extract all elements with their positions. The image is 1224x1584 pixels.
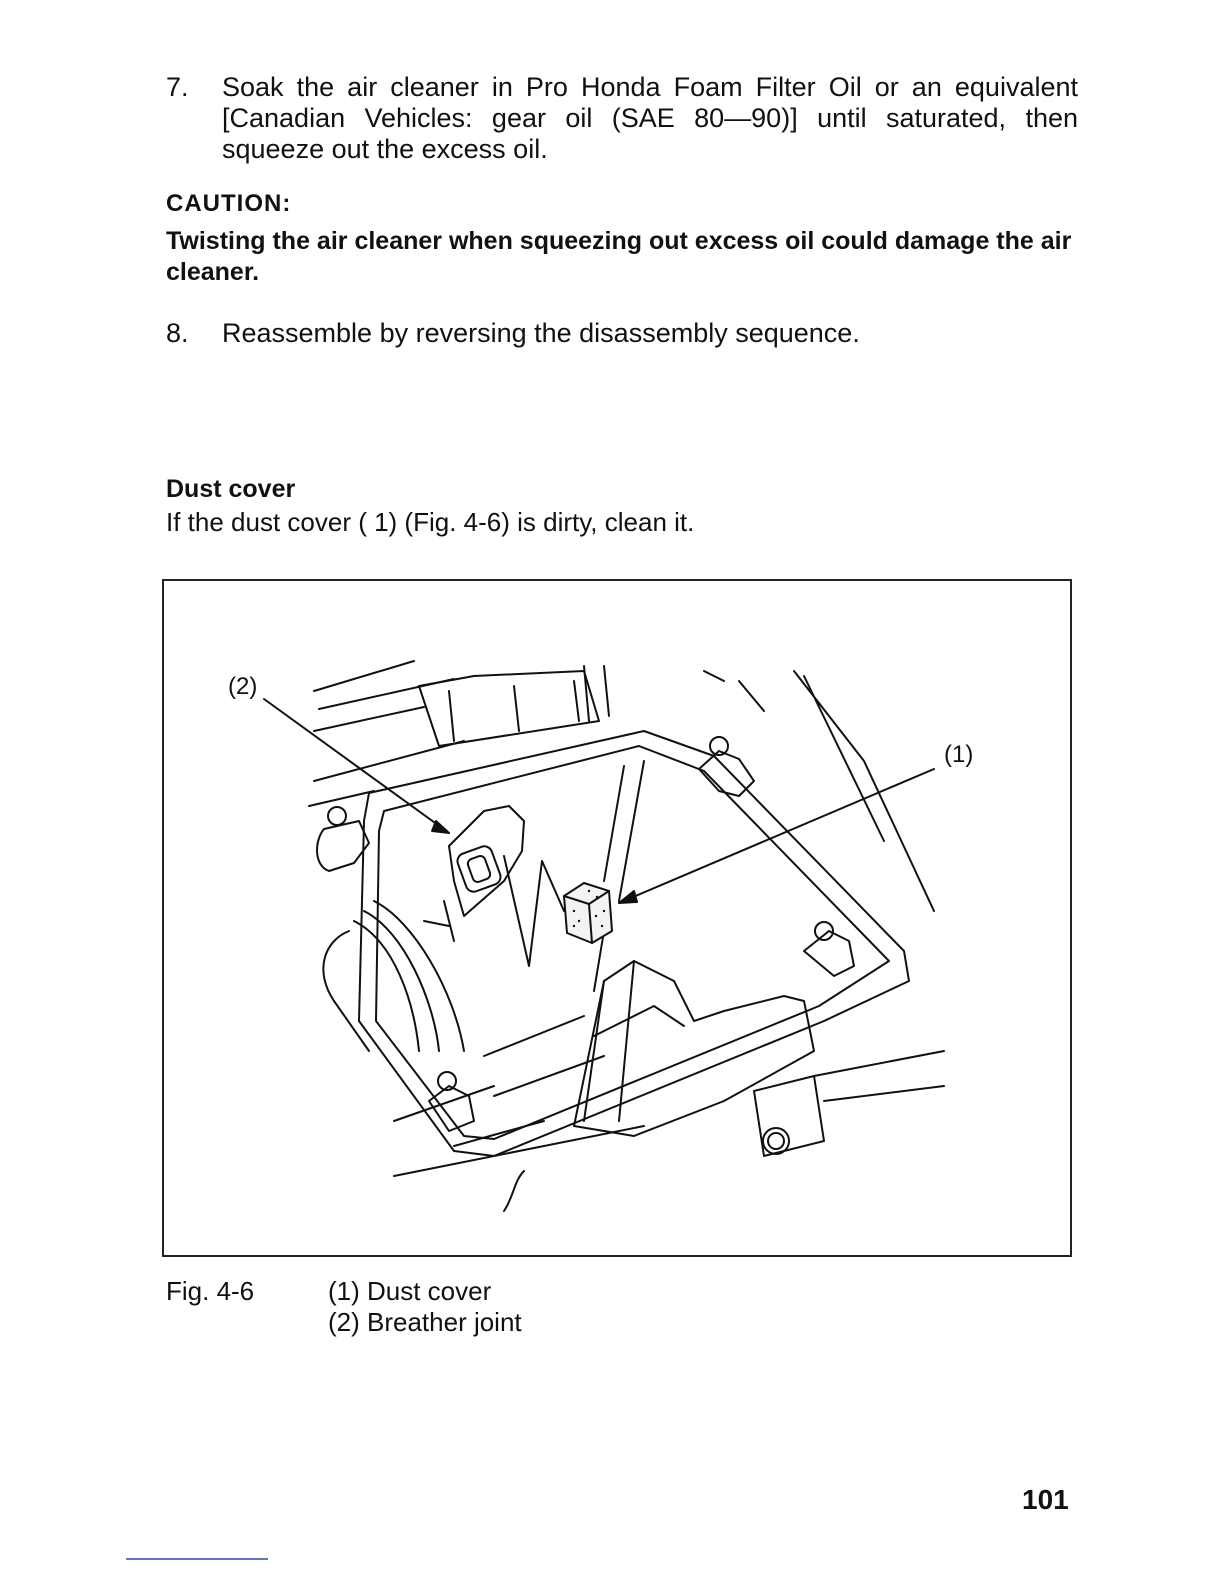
step-number: 8. xyxy=(166,318,189,348)
bottom-rule xyxy=(126,1558,268,1560)
figure-frame: (2) (1) xyxy=(162,579,1072,1257)
legend-item-breather-joint: (2) Breather joint xyxy=(328,1307,522,1337)
step-text: Soak the air cleaner in Pro Honda Foam F… xyxy=(222,72,1078,164)
legend-item-dust-cover: (1) Dust cover xyxy=(328,1276,492,1306)
caution-heading: CAUTION: xyxy=(166,190,292,217)
step-7: 7. Soak the air cleaner in Pro Honda Foa… xyxy=(166,72,1078,165)
figure-legend: (1) Dust cover (2) Breather joint xyxy=(328,1276,522,1338)
step-number: 7. xyxy=(166,72,189,102)
air-cleaner-housing-illustration xyxy=(263,660,945,1212)
step-8: 8. Reassemble by reversing the disassemb… xyxy=(166,318,1078,349)
figure-label: Fig. 4-6 xyxy=(166,1276,255,1306)
step-text: Reassemble by reversing the disassembly … xyxy=(222,318,860,348)
page-number: 101 xyxy=(1022,1484,1069,1515)
caution-text: Twisting the air cleaner when squeezing … xyxy=(166,227,1072,286)
section-text: If the dust cover ( 1) (Fig. 4-6) is dir… xyxy=(166,507,695,537)
callout-1: (1) xyxy=(944,741,974,768)
section-heading: Dust cover xyxy=(166,475,296,503)
callout-2: (2) xyxy=(228,673,258,700)
